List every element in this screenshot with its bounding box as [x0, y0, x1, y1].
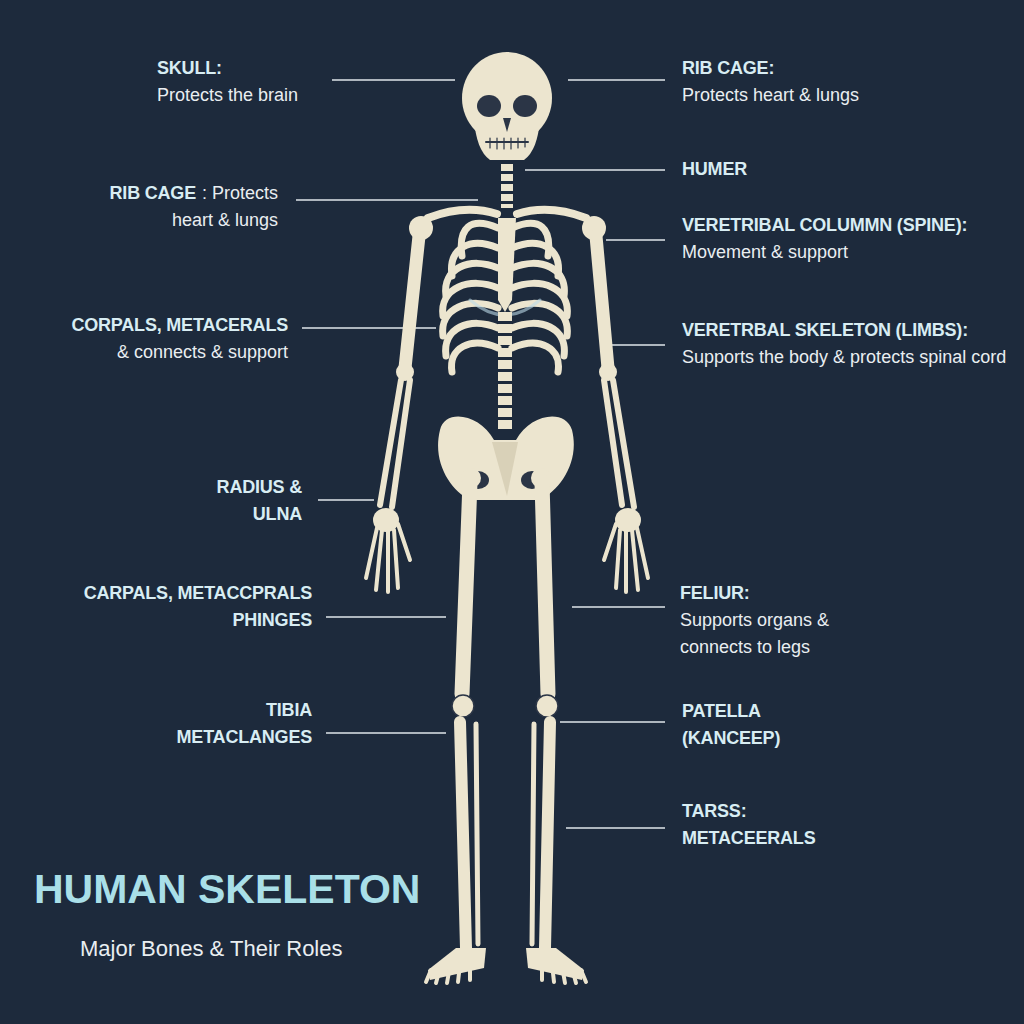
bone-name: RADIUS & ULNA [202, 474, 302, 528]
bone-name: RIB CAGE: [682, 55, 1012, 82]
bone-label: RIB CAGE: Protects heart & lungs [78, 180, 278, 234]
bone-name: TIBIA METACLANGES [142, 697, 312, 751]
bone-label: CARPALS, METACCPRALS PHINGES [82, 580, 312, 634]
bone-label: HUMER [682, 156, 1012, 183]
bone-name: VERETRIBAL COLUMMN (SPINE): [682, 212, 1016, 239]
bone-name: CARPALS, METACCPRALS PHINGES [82, 580, 312, 634]
bone-name: PATELLA (KANCEEP) [682, 698, 812, 752]
bone-label: RADIUS & ULNA [202, 474, 302, 528]
leader-lines [296, 80, 665, 828]
bone-name: CORPALS, METACERALS [18, 312, 288, 339]
bone-name: RIB CAGE [110, 183, 196, 203]
bone-name: FELIUR: [680, 580, 880, 607]
bone-role: Protects heart & lungs [682, 82, 1012, 109]
bone-role: Protects the brain [157, 82, 327, 109]
bone-label: CORPALS, METACERALS& connects & support [18, 312, 288, 366]
bone-label: SKULL:Protects the brain [157, 55, 327, 109]
bone-label: RIB CAGE:Protects heart & lungs [682, 55, 1012, 109]
bone-name: HUMER [682, 156, 1012, 183]
bone-label: PATELLA (KANCEEP) [682, 698, 812, 752]
bone-name: VERETRBAL SKELETON (LIMBS): [682, 317, 1016, 344]
bone-label: TIBIA METACLANGES [142, 697, 312, 751]
bone-name: TARSS: METACEERALS [682, 798, 832, 852]
diagram-caption: Major Bones & Their Roles [80, 936, 343, 962]
bones [366, 52, 648, 983]
bone-role: & connects & support [18, 339, 288, 366]
bone-role: Movement & support [682, 239, 1016, 266]
bone-label: FELIUR:Supports organs & connects to leg… [680, 580, 880, 661]
bone-role: Supports organs & connects to legs [680, 607, 880, 661]
bone-role: Supports the body & protects spinal cord [682, 344, 1016, 371]
diagram-title: HUMAN SKELETON [34, 866, 420, 913]
bone-label: TARSS: METACEERALS [682, 798, 832, 852]
bone-label: VERETRIBAL COLUMMN (SPINE):Movement & su… [682, 212, 1016, 266]
bone-label: VERETRBAL SKELETON (LIMBS):Supports the … [682, 317, 1016, 371]
bone-name: SKULL: [157, 55, 327, 82]
